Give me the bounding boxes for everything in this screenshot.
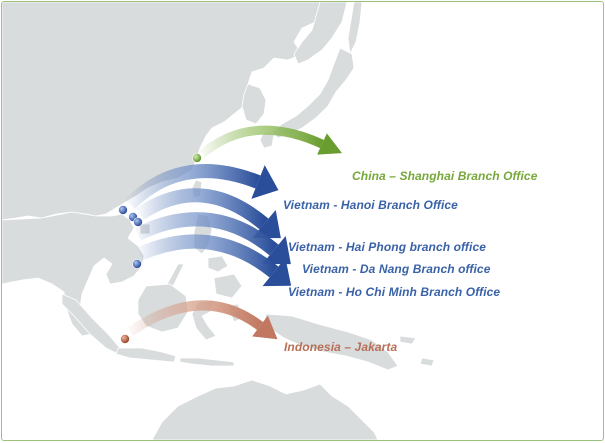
land-russia-east <box>293 2 348 65</box>
land-group <box>2 2 435 440</box>
office-marker-danang[interactable] <box>133 217 143 227</box>
office-marker-china[interactable] <box>192 153 202 163</box>
land-visayas <box>207 255 229 273</box>
label-vietnam-da-nang[interactable]: Vietnam - Da Nang Branch office <box>302 262 491 276</box>
label-indonesia-jakarta[interactable]: Indonesia – Jakarta <box>284 340 398 354</box>
land-indochina <box>2 211 145 337</box>
label-vietnam-hanoi[interactable]: Vietnam - Hanoi Branch Office <box>283 198 458 212</box>
office-markers-layer <box>118 153 202 344</box>
land-solomons <box>419 357 435 367</box>
land-bismarck <box>399 335 417 345</box>
office-marker-hcm[interactable] <box>132 259 142 269</box>
label-vietnam-ho-chi-minh[interactable]: Vietnam - Ho Chi Minh Branch Office <box>288 285 501 299</box>
office-marker-hanoi[interactable] <box>118 205 128 215</box>
arrows-layer <box>125 125 343 340</box>
office-marker-indonesia[interactable] <box>120 334 130 344</box>
land-mindanao <box>213 273 243 299</box>
land-java <box>115 347 177 363</box>
arrow-head-hanoi <box>251 165 279 199</box>
arrow-head-danang <box>262 236 291 265</box>
arrow-shaft-danang <box>134 212 279 256</box>
arrow-shaft-indonesia <box>127 300 264 337</box>
land-japan <box>271 47 355 139</box>
arrow-shaft-china <box>199 125 324 158</box>
arrow-head-indonesia <box>252 315 278 340</box>
arrow-shaft-hanoi <box>125 164 261 210</box>
land-korea <box>241 83 267 125</box>
label-china-shanghai[interactable]: China – Shanghai Branch Office <box>352 169 538 183</box>
land-lesser-sunda <box>179 357 235 367</box>
arrow-shaft-haiphong <box>136 188 269 230</box>
land-sumatra <box>61 293 121 355</box>
label-vietnam-hai-phong[interactable]: Vietnam - Hai Phong branch office <box>288 240 486 254</box>
arrow-head-china <box>317 133 343 155</box>
arrow-shaft-hcm <box>137 234 279 278</box>
land-australia <box>151 379 379 440</box>
arrow-head-hcm <box>262 257 292 287</box>
land-sakhalin <box>347 2 363 56</box>
land-new-guinea <box>263 313 399 371</box>
